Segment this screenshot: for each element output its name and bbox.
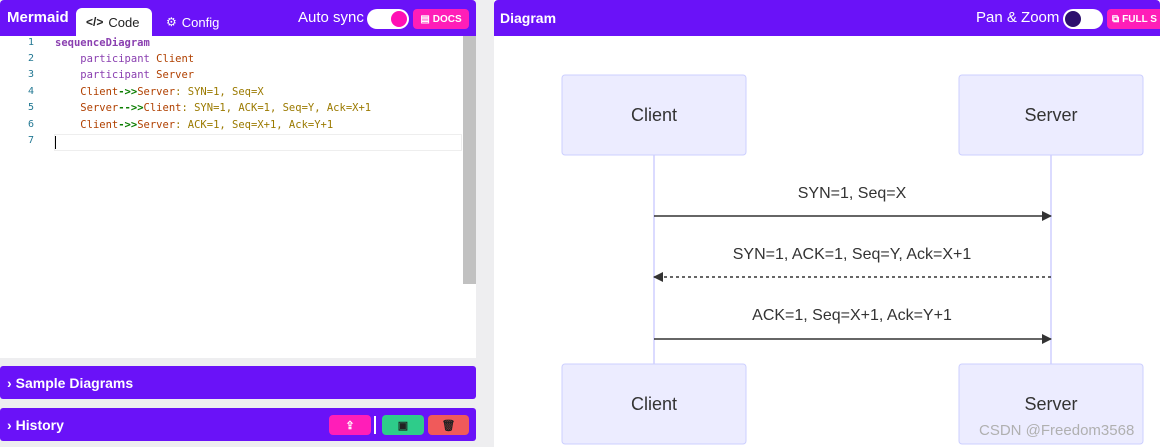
trash-icon: 🗑 xyxy=(441,419,456,432)
code-line: Server-->>Client: SYN=1, ACK=1, Seq=Y, A… xyxy=(55,102,371,114)
auto-sync-label: Auto sync xyxy=(298,9,364,26)
sample-diagrams-label: Sample Diagrams xyxy=(15,374,134,391)
pan-zoom-toggle[interactable] xyxy=(1063,9,1103,29)
history-label: History xyxy=(15,416,64,433)
actor-name: Server xyxy=(80,102,119,114)
gears-icon: ⚙ xyxy=(166,15,177,29)
sequence-diagram: Client Server SYN=1, Seq=X SYN=1, ACK=1,… xyxy=(561,74,1144,445)
book-icon: ▤ xyxy=(420,13,430,25)
separator xyxy=(374,416,376,434)
upload-button[interactable]: ⇪ xyxy=(329,415,371,435)
line-number: 2 xyxy=(27,53,34,64)
actor-client-bottom: Client xyxy=(561,363,747,445)
arrow-token: -->> xyxy=(118,102,144,114)
tab-config-label: Config xyxy=(181,14,220,30)
message-label: SYN=1, ACK=1, Seq=Y, Ack=X+1 xyxy=(733,246,972,263)
line-number: 6 xyxy=(27,119,34,130)
full-screen-button[interactable]: ⧉ FULL S xyxy=(1107,9,1160,29)
diagram-panel: Diagram Pan & Zoom ⧉ FULL S Client xyxy=(494,0,1160,447)
code-line: sequenceDiagram xyxy=(55,37,150,49)
save-icon: ▣ xyxy=(397,419,409,432)
message-text: : ACK=1, Seq=X+1, Ack=Y+1 xyxy=(175,119,334,131)
editor-panel: Mermaid </> Code ⚙ Config Auto sync ▤ DO… xyxy=(0,0,476,447)
chevron-right-icon: › xyxy=(7,374,12,391)
diagram-header: Diagram Pan & Zoom ⧉ FULL S xyxy=(494,0,1160,36)
line-gutter: 1 2 3 4 5 6 7 xyxy=(0,36,40,358)
sample-diagrams-panel[interactable]: › Sample Diagrams xyxy=(0,366,476,399)
current-line-highlight xyxy=(54,134,462,151)
app-brand: Mermaid xyxy=(7,9,69,26)
watermark: CSDN @Freedom3568 xyxy=(979,422,1135,439)
auto-sync-toggle[interactable] xyxy=(367,9,409,29)
line-number: 3 xyxy=(27,69,34,80)
actor-label: Client xyxy=(631,105,677,125)
chevron-right-icon: › xyxy=(7,416,12,433)
line-number: 4 xyxy=(27,86,34,97)
history-panel[interactable]: › History ⇪ ▣ 🗑 xyxy=(0,408,476,441)
upload-icon: ⇪ xyxy=(345,419,355,432)
line-number: 7 xyxy=(27,135,34,146)
tab-code[interactable]: </> Code xyxy=(76,8,152,36)
code-editor[interactable]: 1 2 3 4 5 6 7 sequenceDiagram participan… xyxy=(0,36,476,358)
editor-scrollbar[interactable] xyxy=(463,36,476,284)
editor-header: Mermaid </> Code ⚙ Config Auto sync ▤ DO… xyxy=(0,0,476,36)
docs-label: DOCS xyxy=(432,13,462,25)
pan-zoom-label: Pan & Zoom xyxy=(976,9,1060,26)
message-label: SYN=1, Seq=X xyxy=(798,185,907,202)
diagram-title: Diagram xyxy=(500,10,557,26)
toggle-knob xyxy=(391,11,407,27)
code-line: participant Server xyxy=(55,69,194,81)
code-icon: </> xyxy=(86,15,104,29)
actor-server-top: Server xyxy=(958,74,1144,156)
actor-name: Client xyxy=(156,53,195,65)
actor-client-top: Client xyxy=(561,74,747,156)
actor-name: Client xyxy=(143,102,182,114)
actor-name: Server xyxy=(137,119,176,131)
message-label: ACK=1, Seq=X+1, Ack=Y+1 xyxy=(752,307,952,324)
code-line: participant Client xyxy=(55,53,194,65)
text-cursor xyxy=(55,136,56,149)
message-text: : SYN=1, ACK=1, Seq=Y, Ack=X+1 xyxy=(181,102,372,114)
line-number: 5 xyxy=(27,102,34,113)
actor-name: Server xyxy=(156,69,195,81)
arrow-token: ->> xyxy=(118,86,138,98)
keyword: participant xyxy=(80,69,150,81)
code-line: Client->>Server: ACK=1, Seq=X+1, Ack=Y+1 xyxy=(55,119,333,131)
delete-button[interactable]: 🗑 xyxy=(428,415,469,435)
keyword: sequenceDiagram xyxy=(55,37,150,49)
actor-server-bottom: Server xyxy=(958,363,1144,445)
full-screen-label: FULL S xyxy=(1122,13,1157,25)
tab-code-label: Code xyxy=(108,14,140,30)
line-number: 1 xyxy=(27,37,34,48)
toggle-knob xyxy=(1065,11,1081,27)
docs-button[interactable]: ▤ DOCS xyxy=(413,9,469,29)
keyword: participant xyxy=(80,53,150,65)
actor-name: Client xyxy=(80,119,119,131)
actor-name: Client xyxy=(80,86,119,98)
actor-name: Server xyxy=(137,86,176,98)
actor-label: Server xyxy=(1024,394,1077,414)
tab-config[interactable]: ⚙ Config xyxy=(156,8,229,36)
arrow-token: ->> xyxy=(118,119,138,131)
message-text: : SYN=1, Seq=X xyxy=(175,86,264,98)
external-link-icon: ⧉ xyxy=(1112,13,1120,25)
actor-label: Client xyxy=(631,394,677,414)
save-button[interactable]: ▣ xyxy=(382,415,424,435)
code-line: Client->>Server: SYN=1, Seq=X xyxy=(55,86,264,98)
actor-label: Server xyxy=(1024,105,1077,125)
